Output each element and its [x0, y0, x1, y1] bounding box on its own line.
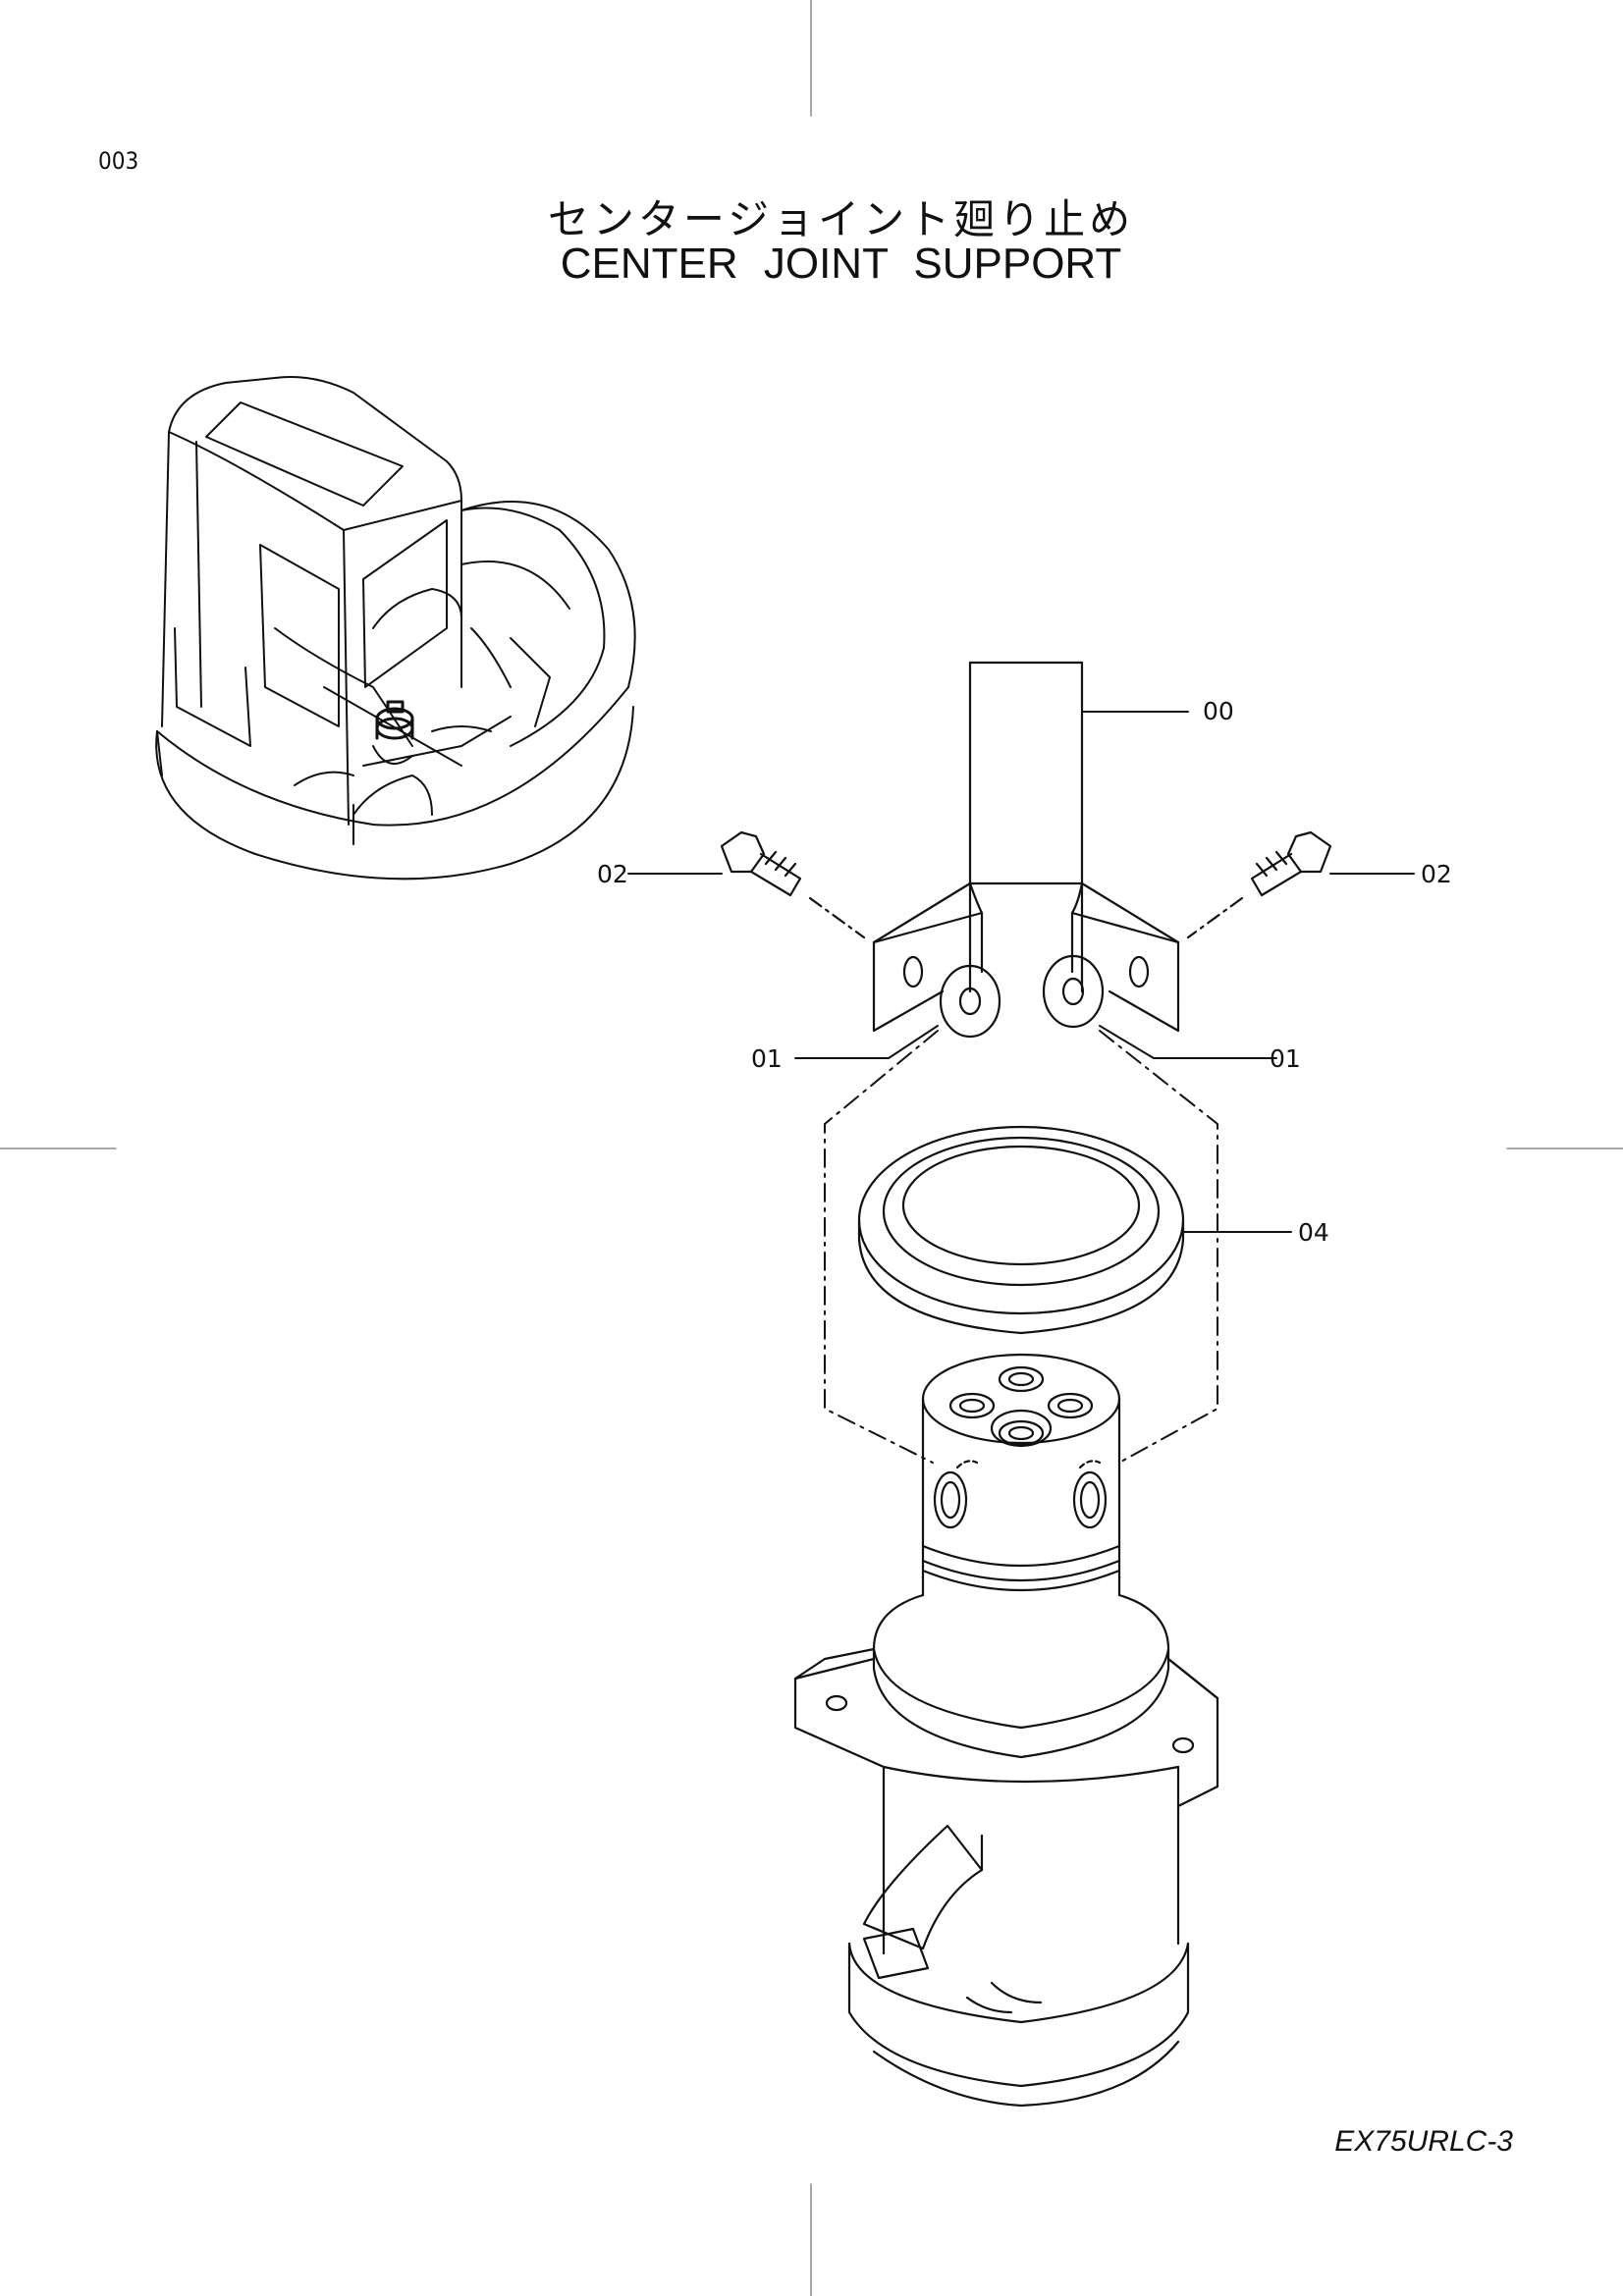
title-english: CENTER JOINT SUPPORT [560, 240, 1122, 288]
callout-00: 00 [1203, 697, 1234, 725]
callout-01-right: 01 [1270, 1044, 1301, 1073]
center-joint-body [793, 1353, 1219, 2108]
page-code: 003 [98, 147, 139, 175]
assembly-guide-lines [824, 1030, 1218, 1464]
part-02-bolts [627, 830, 1415, 939]
callout-02-left: 02 [597, 860, 628, 888]
callout-04: 04 [1298, 1218, 1329, 1247]
callout-02-right: 02 [1421, 860, 1452, 888]
part-01-washers [794, 954, 1277, 1059]
part-04-seal-ring [857, 1125, 1292, 1335]
machine-overview-illustration [155, 376, 636, 881]
part-00-support-bracket [872, 661, 1189, 1033]
title-japanese: センタージョイント廻り止め [547, 195, 1135, 243]
model-number: EX75URLC-3 [1334, 2125, 1513, 2158]
callout-01-left: 01 [751, 1044, 783, 1073]
